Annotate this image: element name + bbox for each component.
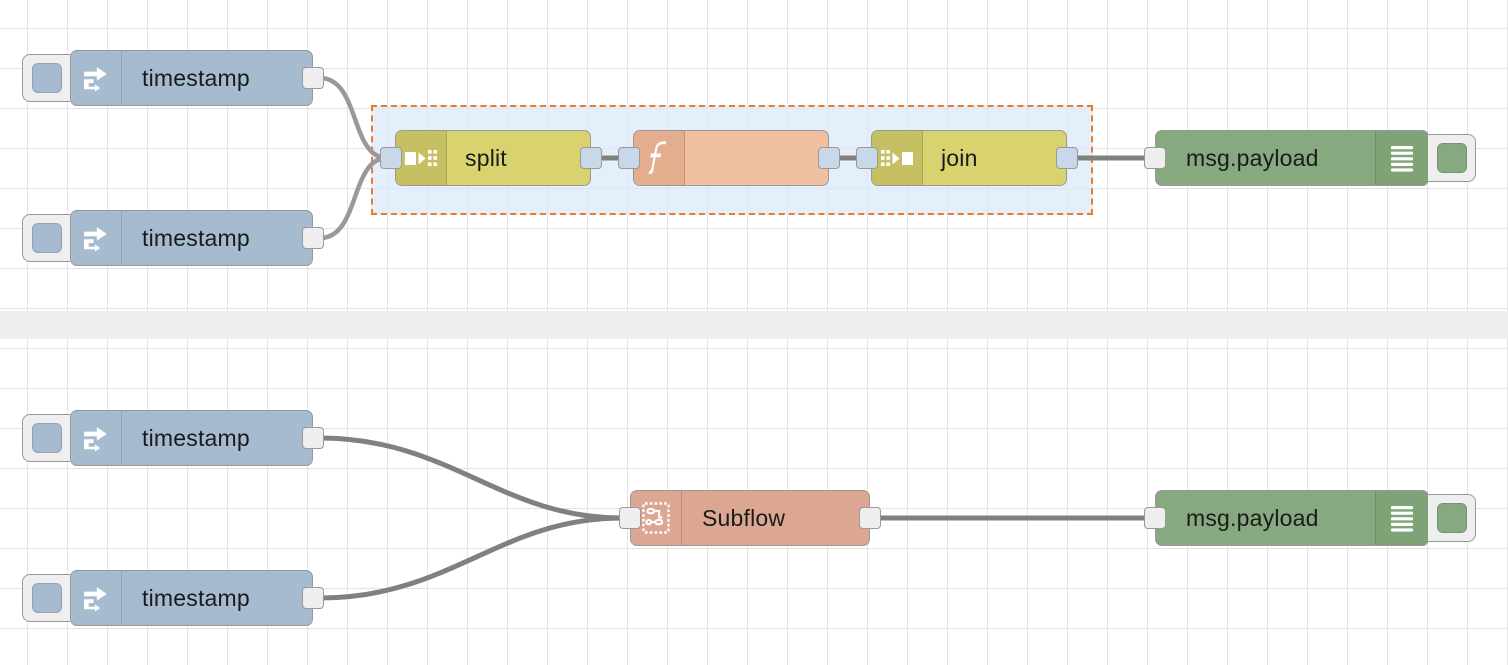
- inject-arrow-icon: [71, 411, 122, 465]
- output-port[interactable]: [859, 507, 881, 529]
- node-inject[interactable]: timestamp: [70, 50, 313, 106]
- node-label: timestamp: [142, 424, 250, 451]
- output-port[interactable]: [302, 587, 324, 609]
- debug-toggle-indicator: [1436, 503, 1467, 533]
- wire-inject4-subflow: [319, 515, 623, 601]
- join-icon: [872, 131, 923, 185]
- input-port[interactable]: [618, 147, 640, 169]
- debug-lines-glyph: [1391, 146, 1413, 172]
- node-label: msg.payload: [1186, 504, 1319, 531]
- inject-arrow-glyph: [84, 67, 107, 92]
- node-subflow[interactable]: Subflow: [630, 490, 870, 546]
- node-label: Subflow: [702, 504, 786, 531]
- node-label: timestamp: [142, 64, 250, 91]
- inject-trigger-button[interactable]: [22, 574, 70, 622]
- inject-arrow-glyph: [84, 427, 107, 452]
- subflow-glyph: [642, 502, 670, 534]
- inject-trigger-indicator: [31, 63, 62, 93]
- node-join[interactable]: join: [871, 130, 1067, 186]
- split-glyph: [405, 150, 437, 166]
- node-label: split: [465, 144, 507, 171]
- node-inject[interactable]: timestamp: [70, 410, 313, 466]
- output-port[interactable]: [302, 67, 324, 89]
- input-port[interactable]: [1144, 147, 1166, 169]
- debug-lines-icon: [1375, 131, 1428, 185]
- inject-trigger-button[interactable]: [22, 54, 70, 102]
- debug-lines-icon: [1375, 491, 1428, 545]
- inject-arrow-glyph: [84, 587, 107, 612]
- debug-toggle-indicator: [1436, 143, 1467, 173]
- debug-toggle-button[interactable]: [1428, 494, 1476, 542]
- output-port[interactable]: [302, 427, 324, 449]
- flow-divider: [0, 311, 1508, 339]
- node-label: timestamp: [142, 224, 250, 251]
- function-f-icon: [634, 131, 685, 185]
- inject-arrow-icon: [71, 571, 122, 625]
- node-label: msg.payload: [1186, 144, 1319, 171]
- node-label: timestamp: [142, 584, 250, 611]
- node-inject[interactable]: timestamp: [70, 570, 313, 626]
- node-inject[interactable]: timestamp: [70, 210, 313, 266]
- inject-trigger-indicator: [31, 423, 62, 453]
- debug-toggle-button[interactable]: [1428, 134, 1476, 182]
- output-port[interactable]: [1056, 147, 1078, 169]
- inject-arrow-icon: [71, 51, 122, 105]
- node-label: [685, 131, 828, 185]
- output-port[interactable]: [580, 147, 602, 169]
- output-port[interactable]: [818, 147, 840, 169]
- inject-arrow-icon: [71, 211, 122, 265]
- inject-trigger-indicator: [31, 583, 62, 613]
- wire-inject3-subflow: [319, 435, 623, 521]
- input-port[interactable]: [619, 507, 641, 529]
- split-icon: [396, 131, 447, 185]
- function-f-glyph: [648, 141, 667, 175]
- inject-trigger-indicator: [31, 223, 62, 253]
- inject-trigger-button[interactable]: [22, 214, 70, 262]
- node-label: join: [941, 144, 978, 171]
- node-debug[interactable]: msg.payload: [1155, 490, 1429, 546]
- input-port[interactable]: [380, 147, 402, 169]
- inject-trigger-button[interactable]: [22, 414, 70, 462]
- output-port[interactable]: [302, 227, 324, 249]
- debug-lines-glyph: [1391, 506, 1413, 532]
- join-glyph: [881, 150, 913, 166]
- node-split[interactable]: split: [395, 130, 591, 186]
- inject-arrow-glyph: [84, 227, 107, 252]
- node-debug[interactable]: msg.payload: [1155, 130, 1429, 186]
- input-port[interactable]: [856, 147, 878, 169]
- node-function[interactable]: [633, 130, 829, 186]
- input-port[interactable]: [1144, 507, 1166, 529]
